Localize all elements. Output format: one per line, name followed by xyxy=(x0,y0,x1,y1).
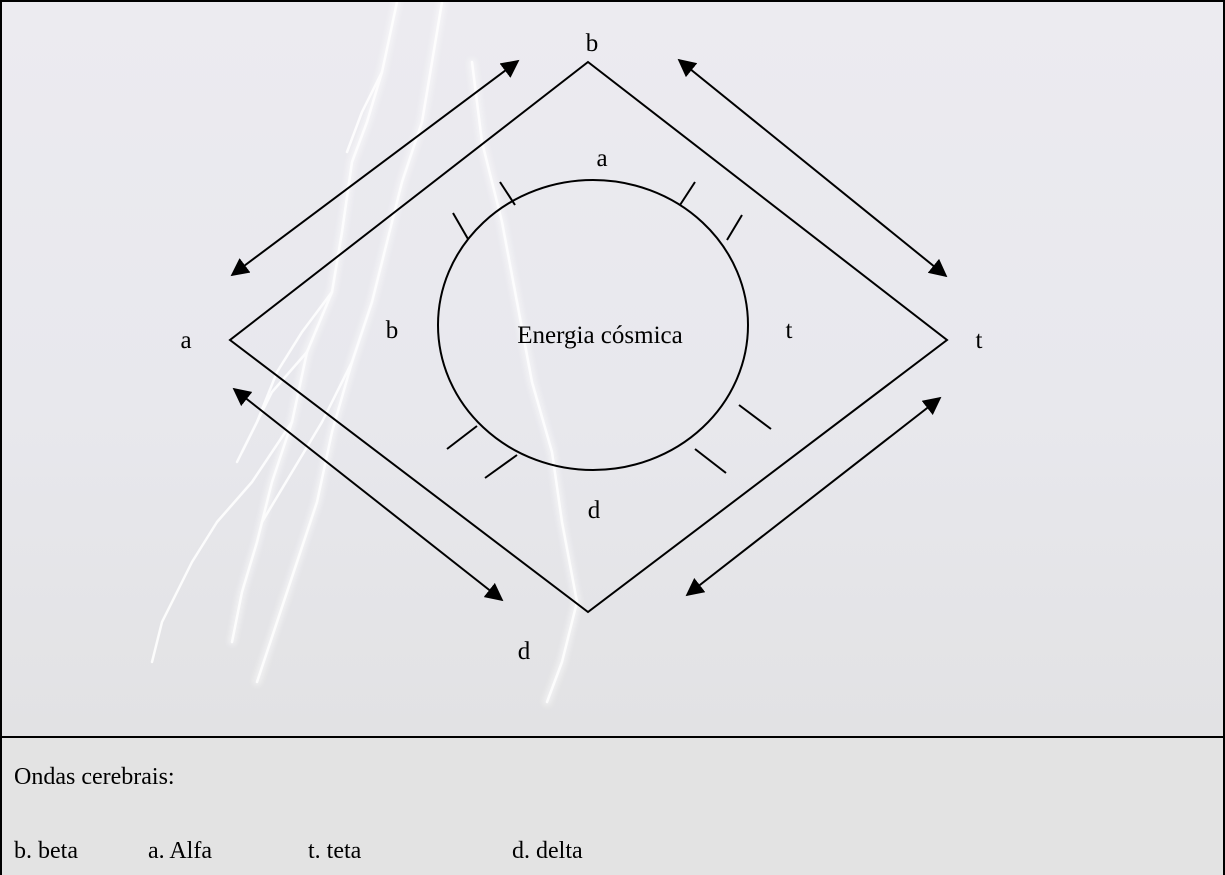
center-label: Energia cósmica xyxy=(517,322,682,349)
inner-label-right: t xyxy=(786,317,793,344)
legend-item-teta: t. teta xyxy=(308,838,362,864)
vertex-label-right: t xyxy=(976,327,983,354)
vertex-label-top: b xyxy=(586,30,599,57)
arrow-top-right xyxy=(677,58,948,278)
arrow-bottom-right xyxy=(685,396,942,597)
inner-label-left: b xyxy=(386,317,399,344)
brainwave-diagram: b a t d a b t d Energia cósmica xyxy=(150,2,983,706)
legend-item-beta: b. beta xyxy=(14,838,78,864)
lightning-background xyxy=(150,2,581,706)
legend-title: Ondas cerebrais: xyxy=(14,764,175,790)
vertex-label-left: a xyxy=(180,327,191,354)
legend-item-delta: d. delta xyxy=(512,838,583,864)
legend-item-alfa: a. Alfa xyxy=(148,838,212,864)
inner-label-top: a xyxy=(596,145,607,172)
vertex-label-bottom: d xyxy=(518,638,531,665)
arrow-top-left xyxy=(230,59,520,277)
energy-circle xyxy=(437,179,749,471)
arrow-bottom-left xyxy=(232,387,504,602)
circle-ticks xyxy=(446,181,772,479)
legend-panel: Ondas cerebrais: b. beta a. Alfa t. teta… xyxy=(2,738,1223,875)
diagram-panel: b a t d a b t d Energia cósmica xyxy=(2,2,1223,736)
table-divider xyxy=(2,736,1223,738)
inner-label-bottom: d xyxy=(588,497,601,524)
